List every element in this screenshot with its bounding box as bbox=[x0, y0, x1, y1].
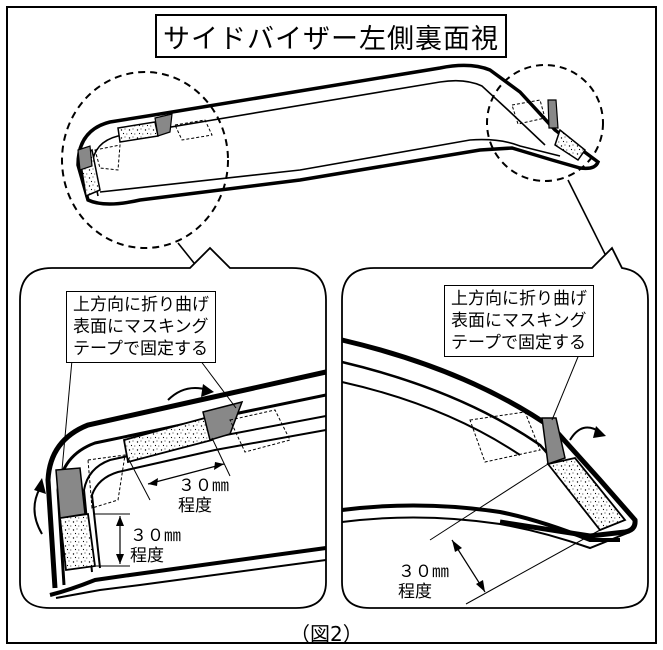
tape-right bbox=[546, 457, 627, 532]
figure-frame bbox=[6, 6, 657, 644]
dimension-label-diagonal: ３０㎜ 程度 bbox=[398, 562, 449, 602]
page-title: サイドバイザー左側裏面視 bbox=[155, 14, 507, 58]
tape-overview-right bbox=[554, 128, 587, 162]
visor-inner-edge bbox=[91, 79, 546, 197]
figure-label: （図2） bbox=[290, 622, 363, 646]
instruction-line: 表面にマスキング bbox=[451, 311, 587, 331]
dimension-value: ３０㎜ bbox=[398, 562, 449, 582]
instruction-line: 上方向に折り曲げ bbox=[451, 289, 587, 309]
instruction-line: 上方向に折り曲げ bbox=[73, 295, 209, 315]
tape-overview-left-horizontal bbox=[117, 121, 159, 143]
visor-lower-edge bbox=[99, 138, 561, 193]
tape-left-flap-side bbox=[55, 467, 86, 519]
instruction-line: テープで固定する bbox=[73, 339, 208, 359]
dimension-label-horizontal: ３０㎜ 程度 bbox=[178, 476, 229, 516]
dimension-note: 程度 bbox=[398, 582, 432, 602]
masking-tape-left-1 bbox=[229, 409, 291, 453]
instruction-line: テープで固定する bbox=[451, 333, 586, 353]
dimension-note: 程度 bbox=[178, 496, 212, 516]
tape-overview-left-flap2 bbox=[77, 145, 93, 171]
masking-tape-overview-left2 bbox=[94, 144, 121, 171]
dimension-label-vertical: ３０㎜ 程度 bbox=[130, 526, 181, 566]
tape-left-flap-top bbox=[202, 400, 244, 441]
masking-tape-right bbox=[469, 411, 541, 463]
zoom-circle-right bbox=[486, 64, 604, 182]
tape-overview-right-flap bbox=[547, 99, 559, 129]
instruction-callout-left: 上方向に折り曲げ 表面にマスキング テープで固定する bbox=[66, 291, 216, 363]
dimension-value: ３０㎜ bbox=[178, 476, 229, 496]
dimension-note: 程度 bbox=[130, 546, 164, 566]
dimension-value: ３０㎜ bbox=[130, 526, 181, 546]
instruction-callout-right: 上方向に折り曲げ 表面にマスキング テープで固定する bbox=[444, 285, 594, 357]
bend-arrow-left-side bbox=[33, 487, 43, 535]
tape-overview-left-flap bbox=[154, 113, 173, 137]
zoom-circle-left bbox=[61, 71, 229, 249]
masking-tape-overview-right bbox=[511, 99, 546, 125]
tape-left-vertical bbox=[59, 512, 97, 572]
visor-overview bbox=[76, 63, 601, 206]
masking-tape-overview-left bbox=[174, 119, 213, 141]
instruction-line: 表面にマスキング bbox=[73, 317, 209, 337]
masking-tape-left-2 bbox=[87, 454, 126, 509]
tape-right-flap bbox=[541, 417, 566, 466]
